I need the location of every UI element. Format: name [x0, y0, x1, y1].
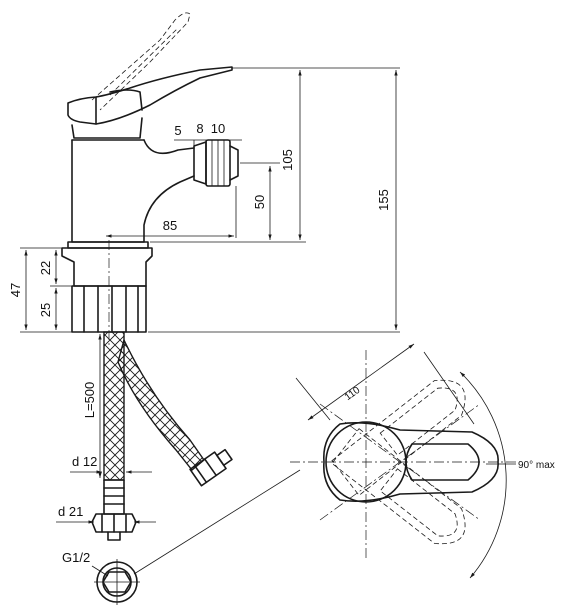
spray-nozzle — [193, 141, 207, 185]
dim-25: 25 — [38, 303, 53, 317]
dim-8: 8 — [196, 121, 203, 136]
hose-curved — [117, 337, 205, 471]
dim-d21: d 21 — [58, 504, 83, 519]
base-spacer — [61, 247, 153, 287]
side-view-dimensions: 105 155 50 85 5 8 10 47 22 25 L=500 d 12 — [8, 67, 400, 577]
dim-105: 105 — [280, 149, 295, 171]
handle-raised-position — [91, 12, 191, 111]
top-handle — [323, 422, 499, 502]
faucet-side-view — [61, 12, 239, 345]
dim-10: 10 — [211, 121, 225, 136]
rotation-arc — [459, 371, 507, 579]
faucet-top-view: 90° max 110 — [290, 343, 555, 579]
dim-5: 5 — [174, 123, 181, 138]
dim-85: 85 — [163, 218, 177, 233]
dim-50: 50 — [252, 195, 267, 209]
dim-47: 47 — [8, 283, 23, 297]
dim-155: 155 — [376, 189, 391, 211]
dim-22: 22 — [38, 261, 53, 275]
dim-d12: d 12 — [72, 454, 97, 469]
lever-handle — [67, 66, 233, 125]
flexible-hoses — [91, 331, 233, 605]
thread-label: G1/2 — [62, 550, 90, 565]
base-flange — [67, 241, 149, 249]
dim-hose-length: L=500 — [82, 382, 97, 419]
dim-110: 110 — [343, 385, 363, 404]
dim-angle: 90° max — [518, 460, 555, 471]
thread-end-view — [94, 559, 140, 605]
